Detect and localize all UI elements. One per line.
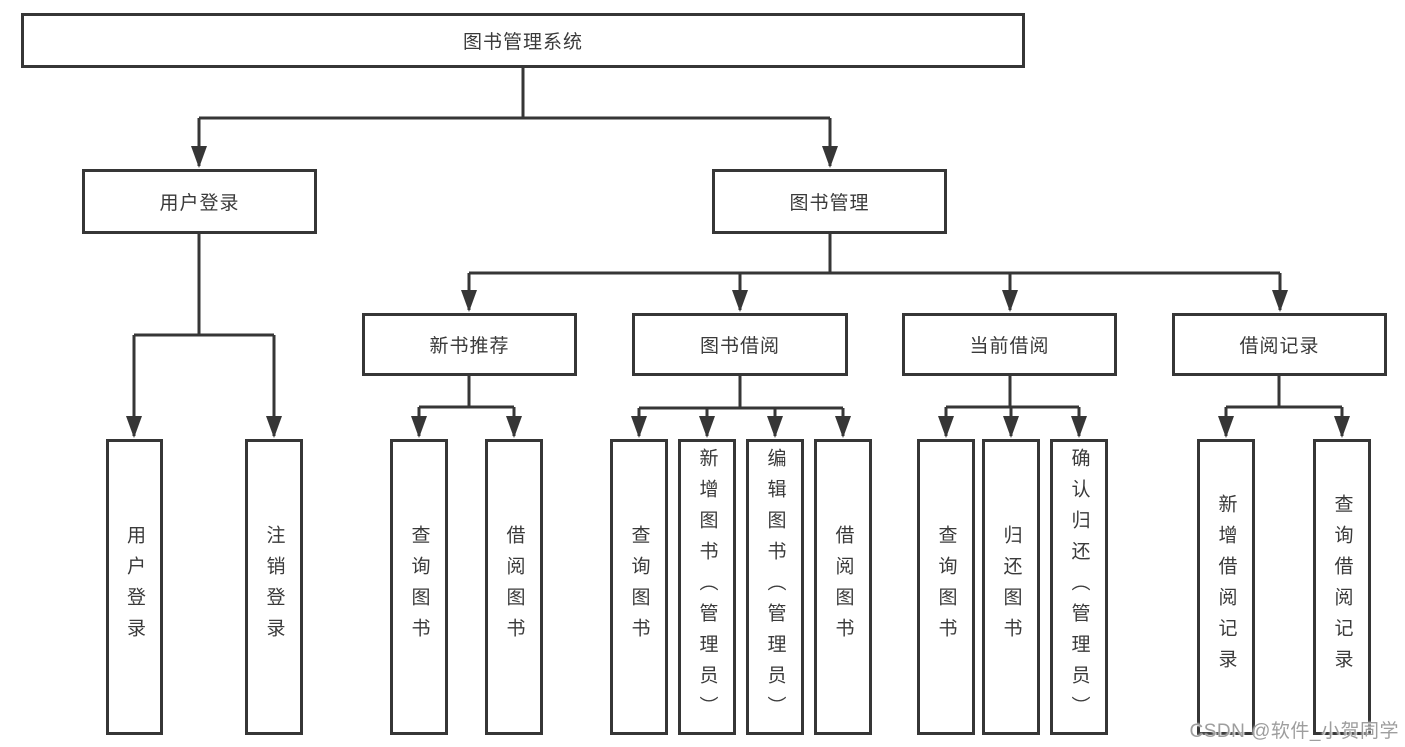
- leaf-user-login: 用户登录: [106, 439, 163, 735]
- leaf-query-books: 查询图书: [390, 439, 448, 735]
- leaf-confirm-return-admin: 确认归还（管理员）: [1050, 439, 1108, 735]
- node-book-borrowing: 图书借阅: [632, 313, 848, 376]
- node-book-management: 图书管理: [712, 169, 947, 234]
- leaf-query-books: 查询图书: [917, 439, 975, 735]
- node-library-management-system: 图书管理系统: [21, 13, 1025, 68]
- leaf-query-borrow-record: 查询借阅记录: [1313, 439, 1371, 735]
- csdn-watermark: CSDN @软件_小贺同学: [1189, 721, 1399, 742]
- leaf-borrow-books: 借阅图书: [814, 439, 872, 735]
- leaf-edit-books-admin: 编辑图书（管理员）: [746, 439, 804, 735]
- leaf-borrow-books: 借阅图书: [485, 439, 543, 735]
- node-user-login: 用户登录: [82, 169, 317, 234]
- leaf-return-books: 归还图书: [982, 439, 1040, 735]
- leaf-query-books: 查询图书: [610, 439, 668, 735]
- leaf-add-borrow-record: 新增借阅记录: [1197, 439, 1255, 735]
- leaf-add-books-admin: 新增图书（管理员）: [678, 439, 736, 735]
- arrowheads: [126, 146, 1350, 438]
- node-borrowing-records: 借阅记录: [1172, 313, 1387, 376]
- node-new-book-recommendation: 新书推荐: [362, 313, 577, 376]
- node-current-borrowing: 当前借阅: [902, 313, 1117, 376]
- leaf-logout: 注销登录: [245, 439, 303, 735]
